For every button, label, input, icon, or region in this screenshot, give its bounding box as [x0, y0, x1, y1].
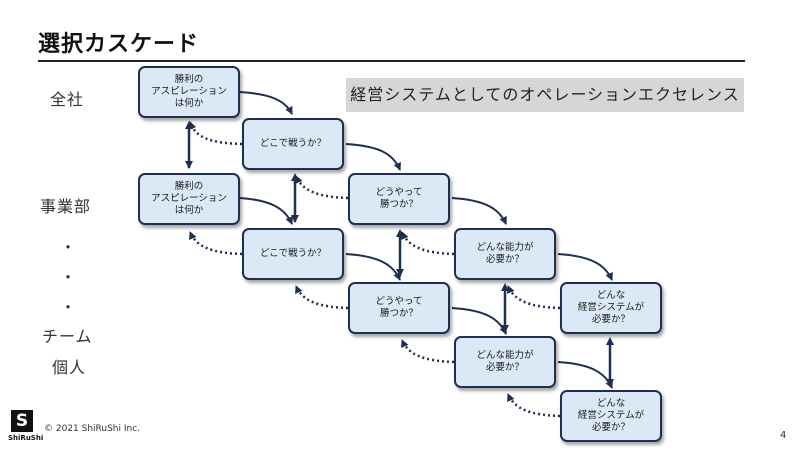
logo-wordmark: ShiRuShi: [8, 434, 44, 442]
feedback-arrow: [188, 121, 243, 146]
feedback-arrow: [188, 231, 243, 256]
label-kojin: 個人: [52, 358, 87, 377]
node-how-to-win-2: どうやって 勝つか？: [348, 282, 450, 334]
feedback-arrow: [506, 285, 561, 310]
feedback-arrow: [400, 339, 455, 364]
page-title: 選択カスケード: [38, 32, 200, 57]
flow-arrow: [345, 143, 402, 171]
flow-arrow: [345, 253, 401, 281]
flow-arrow: [451, 197, 507, 225]
feedback-arrow: [400, 231, 455, 256]
node-where-to-play-division: どこで戦うか？: [242, 228, 344, 280]
label-jigyobu: 事業部: [40, 197, 92, 216]
node-capabilities-2: どんな能力が 必要か？: [454, 336, 556, 388]
title-underline: [38, 60, 745, 62]
label-zensha: 全社: [50, 90, 85, 109]
copyright-text: © 2021 ShiRuShi Inc.: [44, 424, 141, 434]
label-dot-3: ・: [60, 298, 78, 317]
flow-arrow: [557, 361, 613, 389]
page-number: 4: [780, 430, 787, 441]
node-how-to-win-1: どうやって 勝つか？: [348, 173, 450, 225]
shirushi-logo: S ShiRuShi: [8, 410, 43, 446]
feedback-arrow: [506, 393, 561, 418]
node-management-system-1: どんな 経営システムが 必要か？: [560, 282, 662, 334]
logo-mark: S: [11, 410, 33, 432]
label-team: チーム: [42, 327, 93, 346]
label-dot-2: ・: [60, 268, 78, 287]
flow-arrow: [239, 197, 293, 225]
flow-arrow: [239, 91, 293, 115]
feedback-arrow: [294, 285, 349, 310]
flow-arrow: [451, 307, 507, 335]
node-aspiration-division: 勝利の アスピレーション は何か: [138, 173, 240, 225]
node-where-to-play-company: どこで戦うか？: [242, 118, 344, 170]
feedback-arrow: [294, 175, 349, 200]
operational-excellence-banner: 経営システムとしてのオペレーションエクセレンス: [346, 78, 744, 112]
node-capabilities-1: どんな能力が 必要か？: [454, 228, 556, 280]
flow-arrow: [557, 253, 613, 281]
label-dot-1: ・: [60, 238, 78, 257]
node-management-system-2: どんな 経営システムが 必要か？: [560, 390, 662, 442]
node-aspiration-company: 勝利の アスピレーション は何か: [138, 66, 240, 118]
